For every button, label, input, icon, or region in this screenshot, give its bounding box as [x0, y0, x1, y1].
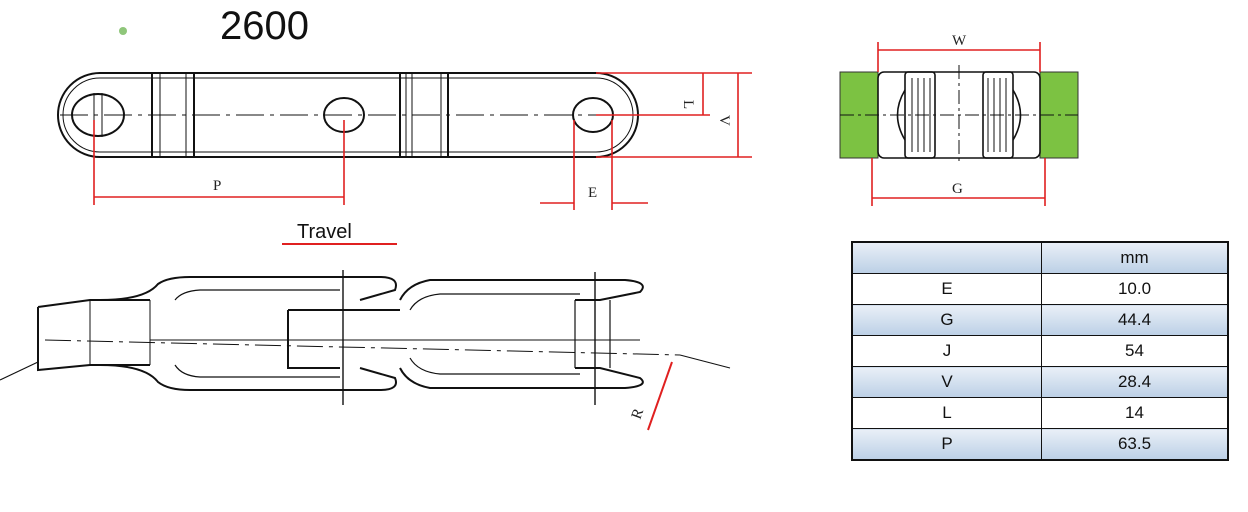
- row-key: J: [851, 335, 1042, 367]
- table-row: P 63.5: [851, 428, 1229, 461]
- travel-label: Travel: [297, 221, 352, 243]
- row-key: L: [851, 397, 1042, 429]
- row-value: 28.4: [1041, 366, 1229, 398]
- top-view-dimensions: [93, 72, 752, 210]
- dim-label-l: L: [680, 100, 696, 109]
- spec-table: mm E 10.0 G 44.4 J 54 V 28.4 L 14 P 63.5: [851, 241, 1229, 461]
- dim-label-g: G: [952, 181, 963, 197]
- end-view: [839, 65, 1079, 165]
- header-blank-cell: [851, 241, 1042, 274]
- header-unit-cell: mm: [1041, 241, 1229, 274]
- dim-label-w: W: [952, 33, 967, 49]
- top-view: [57, 72, 640, 158]
- row-value: 54: [1041, 335, 1229, 367]
- row-key: E: [851, 273, 1042, 305]
- dim-label-v: V: [716, 115, 732, 126]
- end-view-dimensions: [871, 42, 1046, 206]
- row-value: 63.5: [1041, 428, 1229, 461]
- model-title: 2600: [220, 4, 309, 48]
- table-row: G 44.4: [851, 304, 1229, 336]
- row-key: P: [851, 428, 1042, 461]
- table-row: J 54: [851, 335, 1229, 367]
- row-value: 14: [1041, 397, 1229, 429]
- table-row: L 14: [851, 397, 1229, 429]
- dim-label-r: R: [629, 406, 647, 421]
- row-value: 44.4: [1041, 304, 1229, 336]
- table-row: E 10.0: [851, 273, 1229, 305]
- dim-label-p: P: [213, 178, 221, 194]
- table-header-row: mm: [851, 241, 1229, 274]
- radius-dimension-line: [647, 361, 673, 431]
- row-key: V: [851, 366, 1042, 398]
- table-row: V 28.4: [851, 366, 1229, 398]
- dim-label-e: E: [588, 185, 597, 201]
- row-value: 10.0: [1041, 273, 1229, 305]
- row-key: G: [851, 304, 1042, 336]
- side-view: [0, 270, 731, 405]
- bullet-dot: [119, 27, 127, 35]
